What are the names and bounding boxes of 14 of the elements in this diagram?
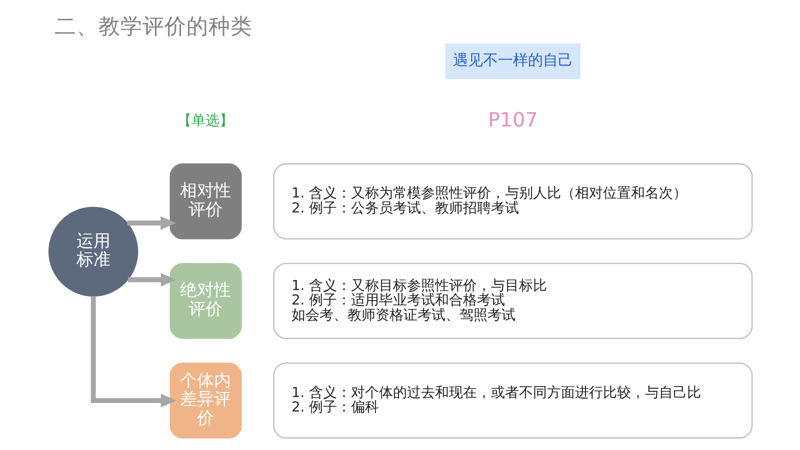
label: 遇见不一样的自己 bbox=[452, 52, 572, 69]
arrow bbox=[126, 216, 176, 230]
node-box: 绝对性评价 bbox=[169, 262, 242, 339]
node-box: 相对性评价 bbox=[169, 163, 242, 240]
node-box: 1. 含义：又称为常模参照性评价，与别人比（相对位置和名次） 2. 例子：公务员考试、教师招聘考试 bbox=[272, 163, 752, 240]
label: 【单选】 bbox=[177, 113, 234, 130]
node-box: 1. 含义：对个体的过去和现在，或者不同方面进行比较，与自己比 2. 例子：偏科 bbox=[272, 362, 752, 439]
arrow bbox=[90, 296, 176, 408]
node-box: 1. 含义：又称目标参照性评价，与目标比 2. 例子：适用毕业考试和合格考试 如会考、教师资格证考试、驾照考试 bbox=[272, 262, 752, 339]
diagram-title: 二、教学评价的种类 bbox=[54, 14, 252, 40]
arrow bbox=[127, 272, 176, 287]
node-circle: 运用标准 bbox=[48, 206, 138, 296]
node-box: 个体内差异评价 bbox=[169, 362, 242, 438]
label: P107 bbox=[488, 108, 538, 132]
